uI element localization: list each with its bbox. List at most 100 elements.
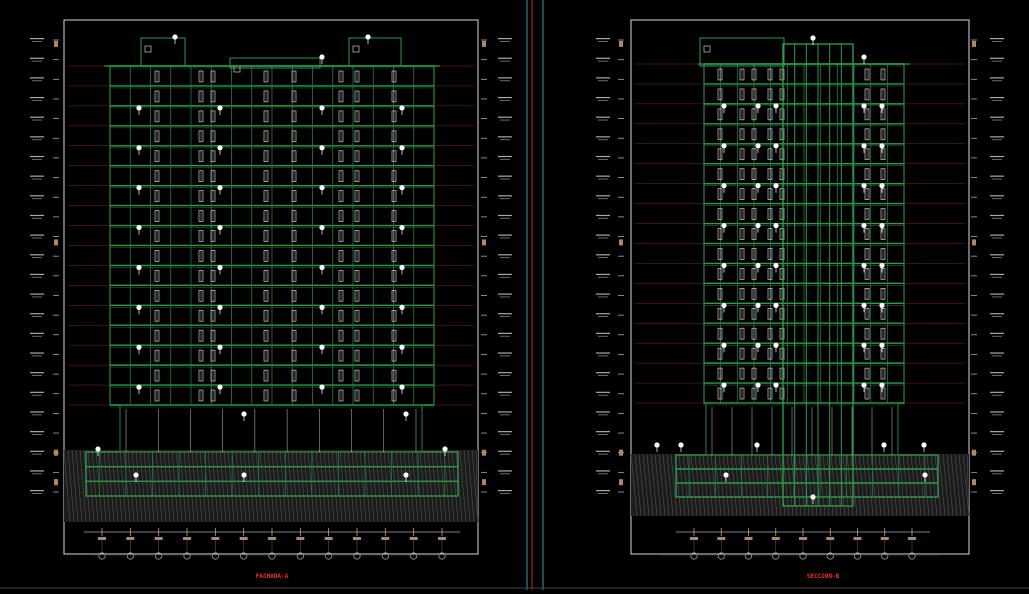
level-marker: [319, 344, 325, 350]
level-marker: [721, 262, 727, 269]
ground-hatch: [431, 449, 439, 523]
level-label-mark-sub: [598, 276, 608, 278]
ground-hatch: [99, 449, 107, 523]
level-label-mark: [990, 490, 1004, 492]
ground-hatch: [191, 449, 199, 523]
level-label-mark: [30, 195, 44, 197]
level-label-mark: [498, 470, 512, 472]
ground-hatch: [886, 453, 894, 517]
level-label-mark: [30, 411, 44, 413]
ground-hatch: [914, 453, 922, 517]
ground-hatch: [327, 449, 335, 523]
ground-hatch: [862, 453, 870, 517]
level-label-mark-sub: [992, 276, 1002, 278]
level-label-mark: [498, 313, 512, 315]
level-label-mark-sub: [500, 178, 510, 180]
ground-hatch: [223, 449, 231, 523]
level-marker: [319, 105, 325, 111]
level-label-mark: [990, 352, 1004, 354]
dimension-tag: [296, 537, 305, 540]
level-label-mark: [990, 332, 1004, 334]
level-label-mark: [990, 136, 1004, 138]
ground-hatch: [91, 449, 99, 523]
level-marker: [755, 342, 761, 348]
level-tag: [482, 239, 486, 246]
ground-hatch: [738, 453, 746, 517]
dimension-tag: [324, 537, 333, 540]
level-label-mark-sub: [992, 473, 1002, 475]
level-label-mark-sub: [992, 178, 1002, 180]
level-label-mark-sub: [992, 99, 1002, 101]
dimension-tag: [771, 537, 780, 540]
level-tag: [972, 479, 976, 486]
level-marker: [217, 344, 223, 350]
level-label-mark-sub: [32, 493, 42, 494]
ground-hatch: [315, 449, 323, 523]
ground-hatch: [962, 453, 970, 517]
level-tag: [482, 40, 486, 47]
ground-hatch: [251, 449, 259, 523]
ground-hatch: [455, 449, 463, 523]
ground-hatch: [287, 449, 295, 523]
level-label-mark: [30, 273, 44, 276]
level-label-mark-sub: [598, 41, 608, 42]
level-marker: [810, 494, 816, 500]
ground-hatch: [746, 453, 754, 517]
level-label-mark-sub: [500, 41, 510, 42]
level-label-mark-sub: [500, 473, 510, 475]
level-marker: [136, 224, 142, 231]
level-marker: [773, 143, 779, 149]
level-tag: [54, 449, 58, 456]
ground-hatch: [950, 453, 958, 517]
level-column: [482, 36, 486, 496]
ground-hatch: [774, 453, 782, 517]
level-marker: [755, 103, 761, 109]
level-label-mark: [498, 175, 512, 177]
level-label-mark: [990, 77, 1004, 79]
ground-hatch: [467, 449, 475, 523]
ground-hatch: [195, 449, 203, 523]
level-label-mark: [596, 38, 610, 40]
ground-hatch: [690, 453, 698, 517]
level-label-mark: [596, 77, 610, 79]
level-label-mark-sub: [992, 355, 1002, 357]
ground-hatch: [754, 453, 762, 517]
ground-hatch: [954, 453, 962, 517]
dimension-tag: [717, 537, 726, 540]
level-label-mark: [498, 38, 512, 40]
level-marker: [172, 34, 178, 40]
ground-hatch: [734, 453, 742, 517]
level-marker: [721, 103, 727, 109]
ground-hatch: [155, 449, 163, 523]
level-label-mark-sub: [598, 316, 608, 318]
level-label-mark: [30, 77, 44, 79]
ground-hatch: [714, 453, 722, 517]
level-label-mark: [498, 352, 512, 354]
ground-hatch: [718, 453, 726, 517]
level-label-mark: [30, 96, 44, 99]
ground-hatch: [163, 449, 171, 523]
level-marker: [399, 105, 405, 111]
level-marker: [755, 143, 761, 149]
ground-hatch: [758, 453, 766, 517]
ground-hatch: [878, 453, 886, 517]
drawing-frame: [630, 19, 970, 555]
ground-hatch: [630, 453, 638, 517]
level-label-mark: [498, 57, 512, 59]
level-marker: [95, 446, 101, 452]
ground-hatch: [399, 449, 407, 523]
dimension-tag: [409, 537, 418, 540]
level-marker: [879, 103, 885, 109]
level-label-mark-sub: [598, 158, 608, 160]
dimension-tag: [799, 537, 807, 540]
level-marker: [773, 342, 779, 348]
level-marker: [755, 302, 761, 308]
ground-hatch: [650, 453, 658, 517]
ground-hatch: [227, 449, 235, 523]
ground-hatch: [367, 449, 375, 523]
level-marker: [879, 382, 885, 388]
level-label-mark: [30, 214, 44, 217]
level-marker: [319, 384, 325, 390]
ground-hatch: [419, 449, 427, 523]
level-label-mark: [990, 116, 1004, 118]
